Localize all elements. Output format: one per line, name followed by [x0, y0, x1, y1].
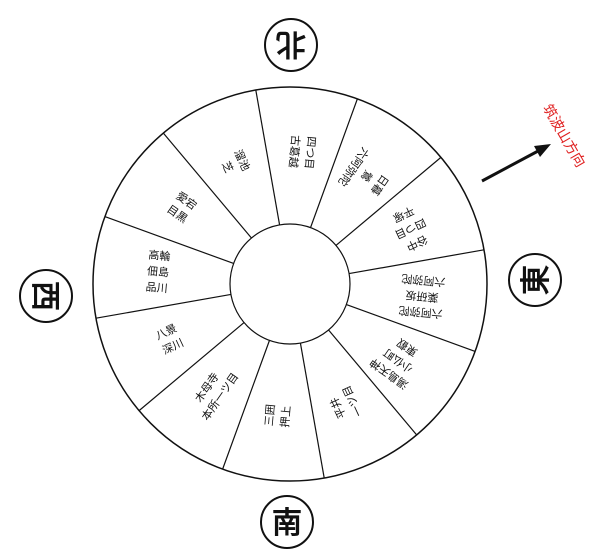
sector-label: 六阿弥陀 — [398, 304, 443, 322]
sector-label: 薬研坂 — [405, 288, 439, 304]
sector-divider — [138, 322, 245, 412]
sector-divider — [346, 303, 476, 352]
sector-divider — [162, 132, 252, 239]
sector-label: 芝 — [219, 159, 235, 174]
sector-divider — [255, 89, 281, 226]
sector-label: 四つ目 — [302, 136, 318, 170]
sector-divider — [95, 293, 232, 319]
east-marker: 東 — [508, 253, 562, 307]
sector-label: 高輪 — [148, 248, 171, 264]
west-marker: 西 — [19, 269, 73, 323]
sector-label: 佃島 — [147, 264, 170, 280]
sector-divider — [309, 98, 358, 228]
west-label: 西 — [27, 281, 62, 311]
sector-divider — [335, 156, 442, 246]
south-marker: 南 — [260, 495, 314, 549]
north-marker: 北 — [264, 18, 318, 72]
sector-label: 六阿弥陀 — [401, 272, 446, 290]
sector-label: 古葛越 — [286, 134, 303, 168]
sector-divider — [348, 249, 485, 275]
sector-12: 芝溜池 — [219, 147, 253, 175]
sector-label: 押上 — [277, 405, 293, 428]
inner-ring — [229, 223, 351, 345]
east-label: 東 — [519, 265, 554, 295]
sector-1: 古葛越四つ目 — [286, 134, 318, 169]
tsukuba-direction-label: 筑波山方向 — [539, 102, 588, 171]
sector-divider — [104, 216, 234, 265]
south-label: 南 — [272, 506, 302, 541]
sector-divider — [328, 329, 418, 436]
sector-label: 三囲 — [263, 404, 278, 427]
sector-label: 品川 — [145, 280, 168, 295]
sector-divider — [299, 342, 325, 479]
north-label: 北 — [276, 26, 306, 61]
direction-arrow — [481, 144, 551, 183]
sector-label: 鶯 — [358, 168, 376, 185]
sector-divider — [222, 340, 271, 470]
outer-ring — [92, 86, 488, 482]
